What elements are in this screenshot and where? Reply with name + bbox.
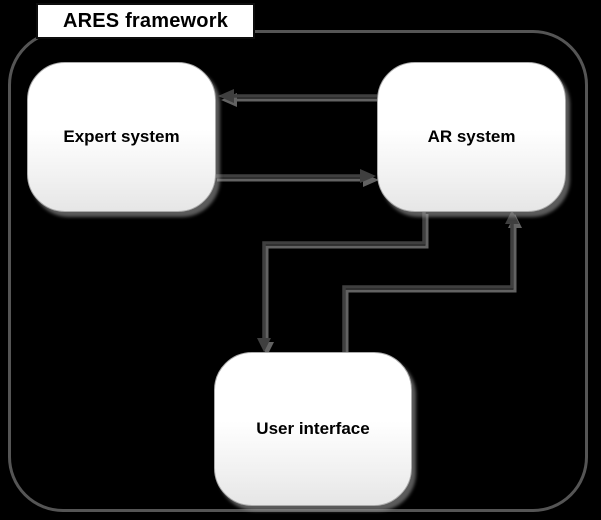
arrowhead-right-icon — [360, 169, 376, 183]
arrow-shadow — [345, 228, 517, 356]
ar-system-label: AR system — [427, 127, 516, 146]
expert-system-node: Expert system — [27, 62, 216, 212]
framework-boundary — [8, 30, 588, 512]
ar-system-node: AR system — [377, 62, 566, 212]
arrowhead-up-icon — [505, 210, 519, 224]
arrow-shadow — [265, 214, 429, 342]
expert-system-label: Expert system — [63, 127, 180, 146]
diagram-title-box: ARES framework — [36, 3, 255, 39]
arrowhead-left-icon — [218, 89, 234, 103]
arrow-user-to-ar — [342, 210, 519, 352]
arrow-ar-to-expert — [218, 89, 377, 103]
arrowhead-down-icon — [257, 338, 271, 352]
diagram-title: ARES framework — [62, 9, 229, 32]
arrow-expert-to-ar — [214, 169, 376, 183]
user-interface-label: User interface — [256, 419, 370, 438]
arrow-line — [262, 210, 426, 338]
arrow-ar-to-user — [257, 210, 426, 352]
user-interface-node: User interface — [214, 352, 412, 506]
arrow-line — [342, 224, 514, 352]
